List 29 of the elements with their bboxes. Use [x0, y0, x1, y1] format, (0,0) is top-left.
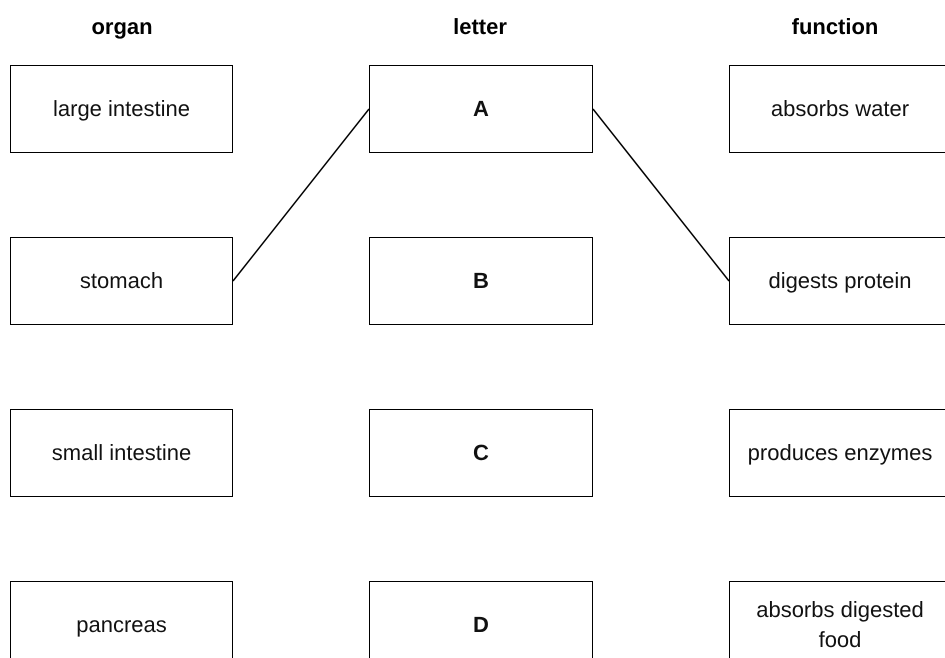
box-text: large intestine [52, 95, 191, 124]
answer-box [10, 237, 233, 325]
letter-box [369, 409, 593, 497]
answer-box [729, 65, 945, 153]
box-text: small intestine [50, 439, 192, 468]
column-heading: letter [453, 14, 507, 40]
answer-box [729, 409, 945, 497]
letter-box [369, 237, 593, 325]
answer-box [10, 409, 233, 497]
answer-box [10, 65, 233, 153]
letter-label: B [472, 267, 490, 296]
answer-box [729, 237, 945, 325]
column-heading: function [792, 14, 878, 40]
box-text: digests protein [767, 267, 913, 296]
box-text: produces enzymes [746, 439, 934, 468]
letter-label: A [472, 95, 490, 124]
box-text: pancreas [75, 611, 168, 640]
answer-box [729, 581, 945, 658]
letter-box [369, 581, 593, 658]
letter-label: C [472, 439, 490, 468]
letter-box [369, 65, 593, 153]
box-text: stomach [78, 267, 164, 296]
connecting-line [592, 108, 730, 282]
answer-box [10, 581, 233, 658]
letter-label: D [472, 611, 490, 640]
connecting-line [232, 108, 370, 282]
box-text: absorbs water [770, 95, 910, 124]
column-heading: organ [91, 14, 153, 40]
box-text: absorbs digested food [755, 596, 925, 654]
